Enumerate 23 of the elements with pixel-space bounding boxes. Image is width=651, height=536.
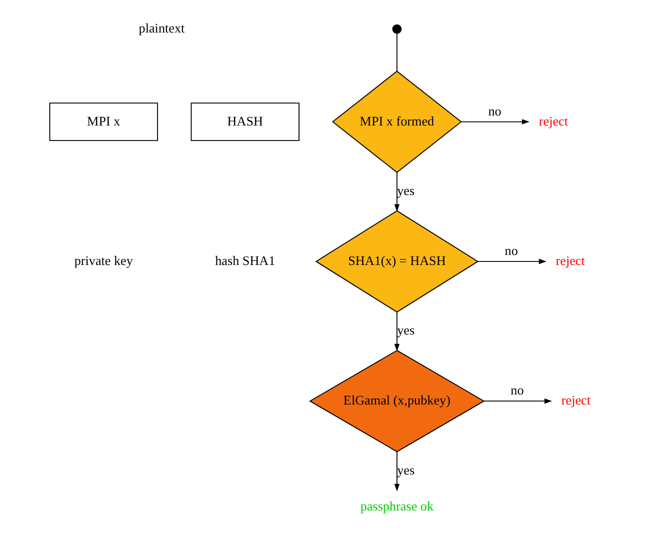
arrow	[461, 119, 530, 124]
node-circle	[392, 24, 402, 34]
node-diamond: ElGamal (x,pubkey)	[309, 350, 485, 452]
edge-label: no	[510, 382, 524, 398]
edge-label: no	[488, 103, 502, 118]
arrow	[477, 258, 546, 264]
node-text: reject	[538, 113, 568, 128]
arrow	[394, 312, 400, 352]
connector	[396, 32, 398, 72]
node-box: HASH	[190, 102, 300, 142]
label: private key	[74, 252, 133, 268]
edge-label: no	[504, 243, 518, 258]
node-diamond: MPI x formed	[332, 70, 462, 173]
node-text: passphrase ok	[360, 498, 434, 514]
node-box: MPI x	[49, 102, 158, 142]
node-diamond: SHA1(x) = HASH	[315, 210, 479, 313]
arrow	[483, 398, 552, 404]
label: plaintext	[138, 20, 185, 36]
arrow	[394, 451, 400, 492]
node-text: reject	[556, 252, 585, 268]
node-text: reject	[561, 392, 591, 408]
label: hash SHA1	[215, 252, 276, 268]
arrow	[394, 172, 400, 212]
